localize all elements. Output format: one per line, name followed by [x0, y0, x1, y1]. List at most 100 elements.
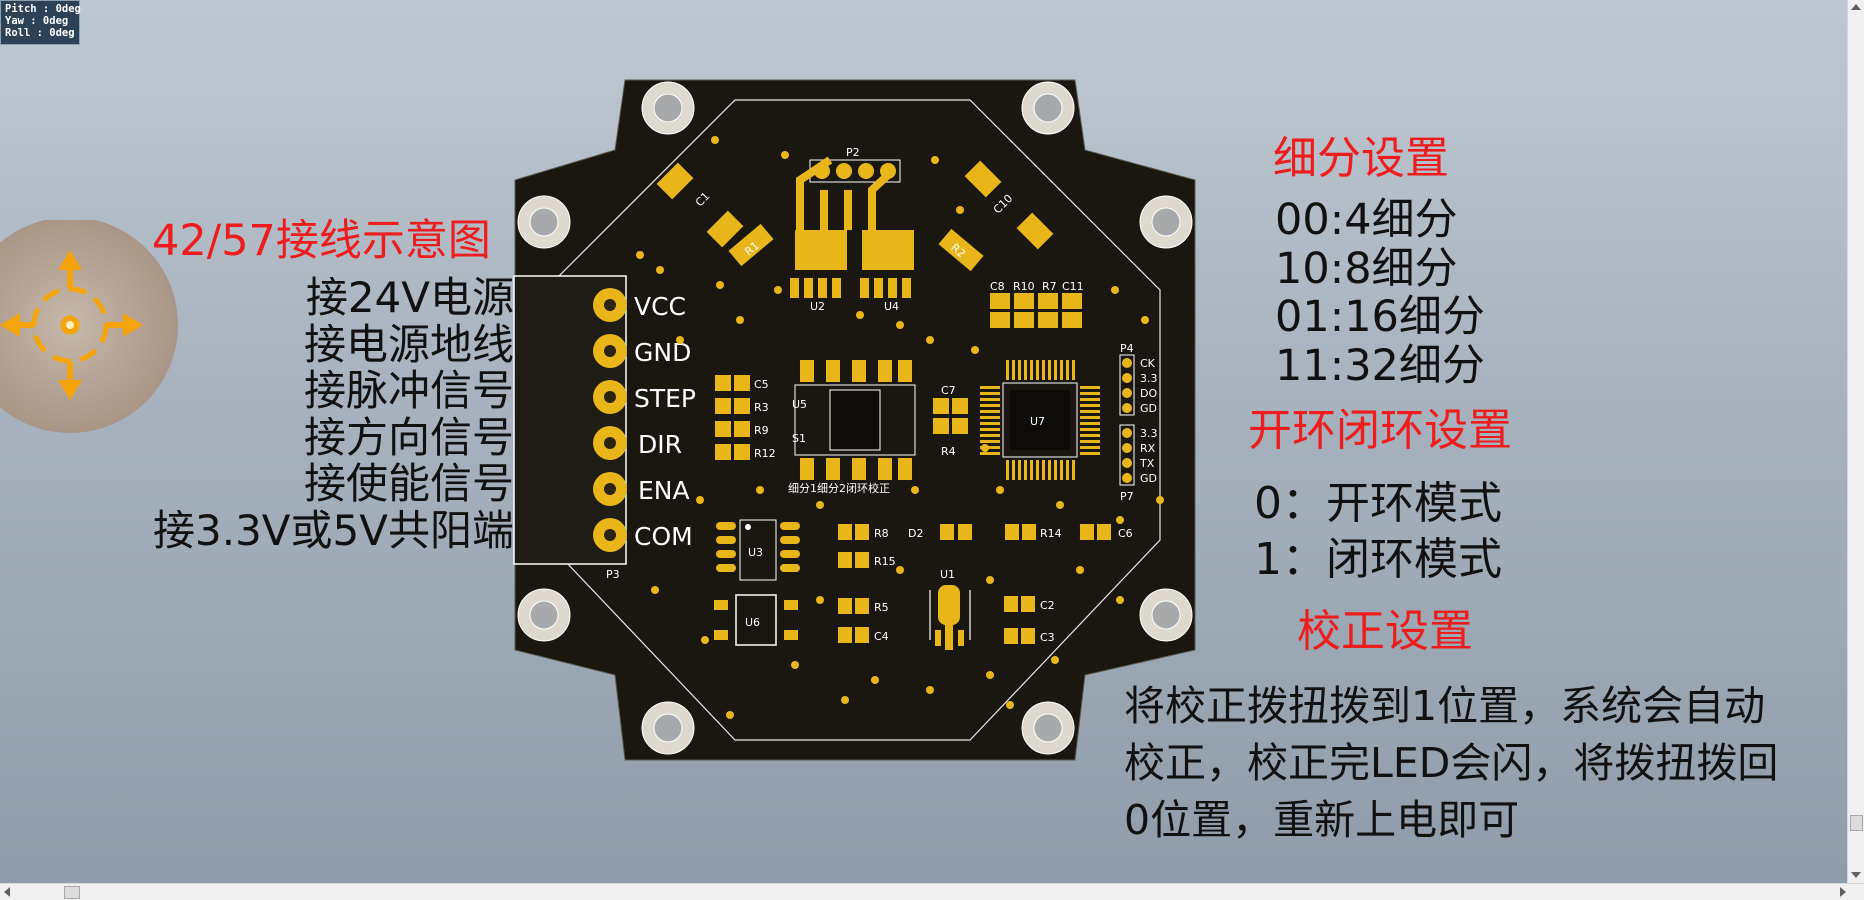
calibration-line: 将校正拨扭拨到1位置，系统会自动: [1124, 682, 1766, 730]
loop-mode-item: 0：开环模式: [1254, 478, 1502, 529]
vertical-scroll-thumb[interactable]: [1850, 815, 1863, 831]
horizontal-scroll-thumb[interactable]: [64, 886, 80, 899]
orientation-readout: Pitch : 0deg Yaw : 0deg Roll : 0deg: [0, 0, 81, 45]
svg-text:S1: S1: [792, 432, 806, 445]
mcu-u7: U7: [980, 360, 1100, 480]
svg-text:C4: C4: [874, 630, 889, 643]
svg-text:C6: C6: [1118, 527, 1133, 540]
header-p7: 3.3 RX TX GD P7: [1119, 424, 1158, 503]
svg-text:R4: R4: [941, 445, 956, 458]
wiring-line: 接电源地线: [303, 319, 514, 369]
svg-text:R14: R14: [1040, 527, 1062, 540]
subdivision-list: 00:4细分 10:8细分 01:16细分 11:32细分: [1275, 196, 1485, 390]
svg-text:U7: U7: [1030, 415, 1045, 428]
regulator-u1: U1: [929, 568, 971, 650]
pitch-readout: Pitch : 0deg: [5, 3, 81, 15]
vertical-scrollbar[interactable]: [1847, 0, 1864, 884]
horizontal-scrollbar[interactable]: [0, 883, 1864, 900]
pin-label-step: STEP: [634, 384, 696, 413]
svg-text:GD: GD: [1140, 472, 1157, 485]
svg-text:U4: U4: [884, 300, 899, 313]
pin-label-vcc: VCC: [634, 292, 686, 321]
capacitor-c10: C10: [964, 160, 1054, 250]
svg-text:RX: RX: [1140, 442, 1156, 455]
wiring-description-list: 接24V电源 接电源地线 接脉冲信号 接方向信号 接使能信号 接3.3V或5V共…: [153, 273, 514, 555]
svg-text:C3: C3: [1040, 631, 1055, 644]
passives-top-right: C8 R10 R7 C11: [990, 280, 1084, 328]
svg-text:R12: R12: [754, 447, 776, 460]
svg-text:C7: C7: [941, 384, 956, 397]
subdivision-item: 11:32细分: [1275, 340, 1485, 391]
driver-u4: U4: [860, 230, 914, 313]
svg-text:TX: TX: [1139, 457, 1155, 470]
svg-text:R3: R3: [754, 401, 769, 414]
svg-text:P7: P7: [1120, 490, 1134, 503]
pan-arrows-icon[interactable]: [0, 250, 143, 400]
svg-text:C2: C2: [1040, 599, 1055, 612]
passives-bottom-center: R8 R15 R5 C4: [838, 524, 896, 643]
scroll-down-icon[interactable]: [1851, 872, 1861, 878]
loop-mode-list: 0：开环模式 1：闭环模式: [1254, 476, 1502, 588]
svg-text:U2: U2: [810, 300, 825, 313]
wiring-line: 接方向信号: [303, 412, 514, 462]
svg-text:3.3: 3.3: [1140, 427, 1158, 440]
dip-switch-u5: U5 S1 细分1细分2闭环校正: [788, 360, 916, 495]
scroll-up-icon[interactable]: [1851, 4, 1861, 10]
passives-d2-r14-c6: D2 R14 C6: [908, 524, 1133, 540]
label-p3: P3: [606, 568, 620, 581]
wiring-line: 接24V电源: [305, 273, 514, 322]
header-p4: P4 CK 3.3 DO GD: [1119, 342, 1158, 416]
svg-text:DO: DO: [1140, 387, 1157, 400]
svg-text:U5: U5: [792, 398, 807, 411]
svg-text:R8: R8: [874, 527, 889, 540]
yaw-readout: Yaw : 0deg: [5, 15, 69, 27]
svg-text:R15: R15: [874, 555, 896, 568]
svg-text:R9: R9: [754, 424, 769, 437]
calibration-description: 将校正拨扭拨到1位置，系统会自动 校正，校正完LED会闪，将拨扭拨回 0位置，重…: [1124, 678, 1778, 849]
pin-label-com: COM: [634, 522, 693, 551]
svg-text:U3: U3: [748, 546, 763, 559]
pin-label-ena: ENA: [638, 476, 690, 505]
svg-text:CK: CK: [1140, 357, 1156, 370]
header-p2: P2: [796, 146, 901, 230]
subdivision-item: 10:8细分: [1275, 243, 1458, 294]
subdivision-title: 细分设置: [1273, 133, 1449, 184]
driver-u2: U2: [790, 230, 847, 313]
pin-label-dir: DIR: [638, 430, 682, 459]
chip-u3: U3: [716, 519, 800, 581]
mounting-holes: [517, 81, 1193, 755]
passives-c7-r4: C7 R4: [933, 384, 968, 458]
calibration-line: 校正，校正完LED会闪，将拨扭拨回: [1124, 739, 1779, 787]
svg-text:P4: P4: [1120, 342, 1134, 355]
calibration-line: 0位置，重新上电即可: [1124, 796, 1520, 844]
svg-text:GD: GD: [1140, 402, 1157, 415]
wiring-diagram-title: 42/57接线示意图: [152, 216, 491, 266]
vias: [636, 136, 1164, 719]
svg-text:D2: D2: [908, 527, 923, 540]
svg-text:3.3: 3.3: [1140, 372, 1158, 385]
connector-p3: VCC GND STEP DIR ENA COM P3: [513, 275, 696, 581]
wiring-line: 接3.3V或5V共阳端: [153, 505, 514, 555]
calibration-title: 校正设置: [1297, 606, 1473, 657]
wiring-line: 接脉冲信号: [303, 366, 514, 415]
svg-text:C5: C5: [754, 378, 769, 391]
svg-text:U1: U1: [940, 568, 955, 581]
svg-text:P2: P2: [846, 146, 860, 159]
passives-c2-c3: C2 C3: [1004, 596, 1055, 644]
svg-text:C8: C8: [990, 280, 1005, 293]
svg-text:C11: C11: [1062, 280, 1084, 293]
subdivision-item: 01:16细分: [1275, 292, 1485, 342]
subdivision-item: 00:4细分: [1275, 195, 1458, 245]
resistor-r2: R2: [938, 228, 984, 272]
view-navigation-widget[interactable]: [0, 220, 180, 434]
wiring-line: 接使能信号: [303, 459, 514, 508]
chip-u6: U6: [714, 594, 798, 646]
roll-readout: Roll : 0deg: [5, 27, 75, 39]
scroll-right-icon[interactable]: [1840, 887, 1846, 897]
svg-text:R10: R10: [1013, 280, 1035, 293]
switch-function-label: 细分1细分2闭环校正: [788, 481, 890, 495]
svg-text:R7: R7: [1042, 280, 1057, 293]
pcb-board-view[interactable]: VCC GND STEP DIR ENA COM P3 P2 C1 C10 R1…: [510, 78, 1210, 768]
svg-text:U6: U6: [745, 616, 760, 629]
scroll-left-icon[interactable]: [4, 887, 10, 897]
